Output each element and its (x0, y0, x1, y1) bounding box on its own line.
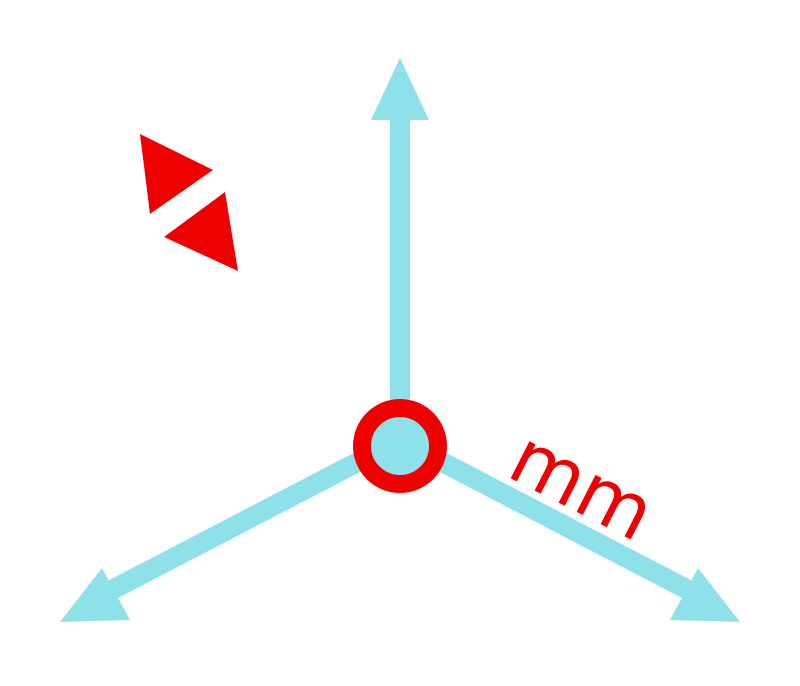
direction-marker-upper-triangle (140, 134, 213, 214)
axis-left-shaft (103, 431, 405, 601)
axis-right-shaft (395, 431, 697, 601)
axes-group (60, 58, 740, 622)
axis-left-arrowhead (60, 568, 130, 622)
axis-right-arrowhead (670, 568, 740, 622)
origin-ring (353, 399, 447, 493)
direction-marker-lower-triangle (164, 192, 238, 271)
axis-up-arrowhead (371, 58, 429, 120)
direction-marker-icon (140, 134, 238, 271)
